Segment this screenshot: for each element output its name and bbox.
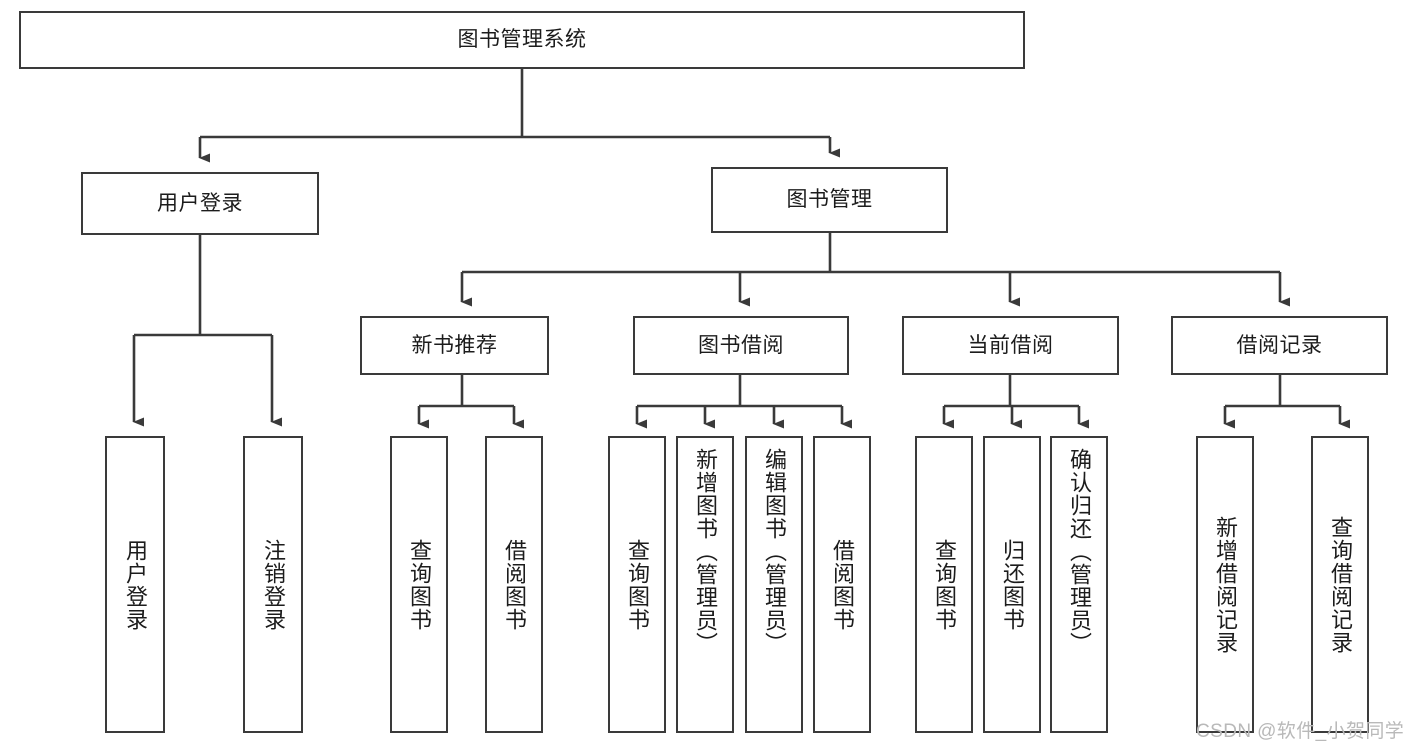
node-current-borrow[interactable]: 当前借阅 [902,316,1119,375]
node-leaf-user-login-label: 用户登录 [122,538,148,631]
node-leaf-query-book-3-label: 查询图书 [931,538,957,631]
node-borrow-record[interactable]: 借阅记录 [1171,316,1388,375]
node-user-login[interactable]: 用户登录 [81,172,319,235]
node-current-borrow-label: 当前借阅 [967,333,1054,357]
node-leaf-borrow-book-1[interactable]: 借阅图书 [485,436,543,733]
node-leaf-user-login[interactable]: 用户登录 [105,436,165,733]
node-leaf-query-borrow-record[interactable]: 查询借阅记录 [1311,436,1369,733]
node-leaf-query-book-2[interactable]: 查询图书 [608,436,666,733]
node-leaf-edit-book-admin-label: 编辑图书（管理员） [761,448,787,655]
node-root[interactable]: 图书管理系统 [19,11,1025,69]
node-leaf-query-book-1-label: 查询图书 [406,538,432,631]
node-leaf-borrow-book-2[interactable]: 借阅图书 [813,436,871,733]
node-root-label: 图书管理系统 [457,28,587,52]
node-leaf-edit-book-admin[interactable]: 编辑图书（管理员） [745,436,803,733]
node-book-management[interactable]: 图书管理 [711,167,948,233]
node-leaf-logout-login[interactable]: 注销登录 [243,436,303,733]
node-leaf-return-book-label: 归还图书 [999,538,1025,631]
node-leaf-add-book-admin-label: 新增图书（管理员） [692,448,718,655]
node-leaf-confirm-return-admin-label: 确认归还（管理员） [1066,448,1092,655]
node-leaf-query-borrow-record-label: 查询借阅记录 [1327,515,1353,654]
node-leaf-add-book-admin[interactable]: 新增图书（管理员） [676,436,734,733]
node-leaf-add-borrow-record-label: 新增借阅记录 [1212,515,1238,654]
node-leaf-confirm-return-admin[interactable]: 确认归还（管理员） [1050,436,1108,733]
node-leaf-borrow-book-1-label: 借阅图书 [501,538,527,631]
node-book-management-label: 图书管理 [786,188,873,212]
node-leaf-query-book-3[interactable]: 查询图书 [915,436,973,733]
node-leaf-add-borrow-record[interactable]: 新增借阅记录 [1196,436,1254,733]
node-leaf-borrow-book-2-label: 借阅图书 [829,538,855,631]
node-new-book-recommend[interactable]: 新书推荐 [360,316,549,375]
node-leaf-query-book-2-label: 查询图书 [624,538,650,631]
node-leaf-query-book-1[interactable]: 查询图书 [390,436,448,733]
node-leaf-logout-login-label: 注销登录 [260,538,286,631]
node-user-login-label: 用户登录 [157,191,243,215]
node-new-book-recommend-label: 新书推荐 [411,333,498,357]
node-borrow-record-label: 借阅记录 [1236,333,1323,357]
node-leaf-return-book[interactable]: 归还图书 [983,436,1041,733]
node-book-borrow-label: 图书借阅 [698,333,784,357]
node-book-borrow[interactable]: 图书借阅 [633,316,849,375]
